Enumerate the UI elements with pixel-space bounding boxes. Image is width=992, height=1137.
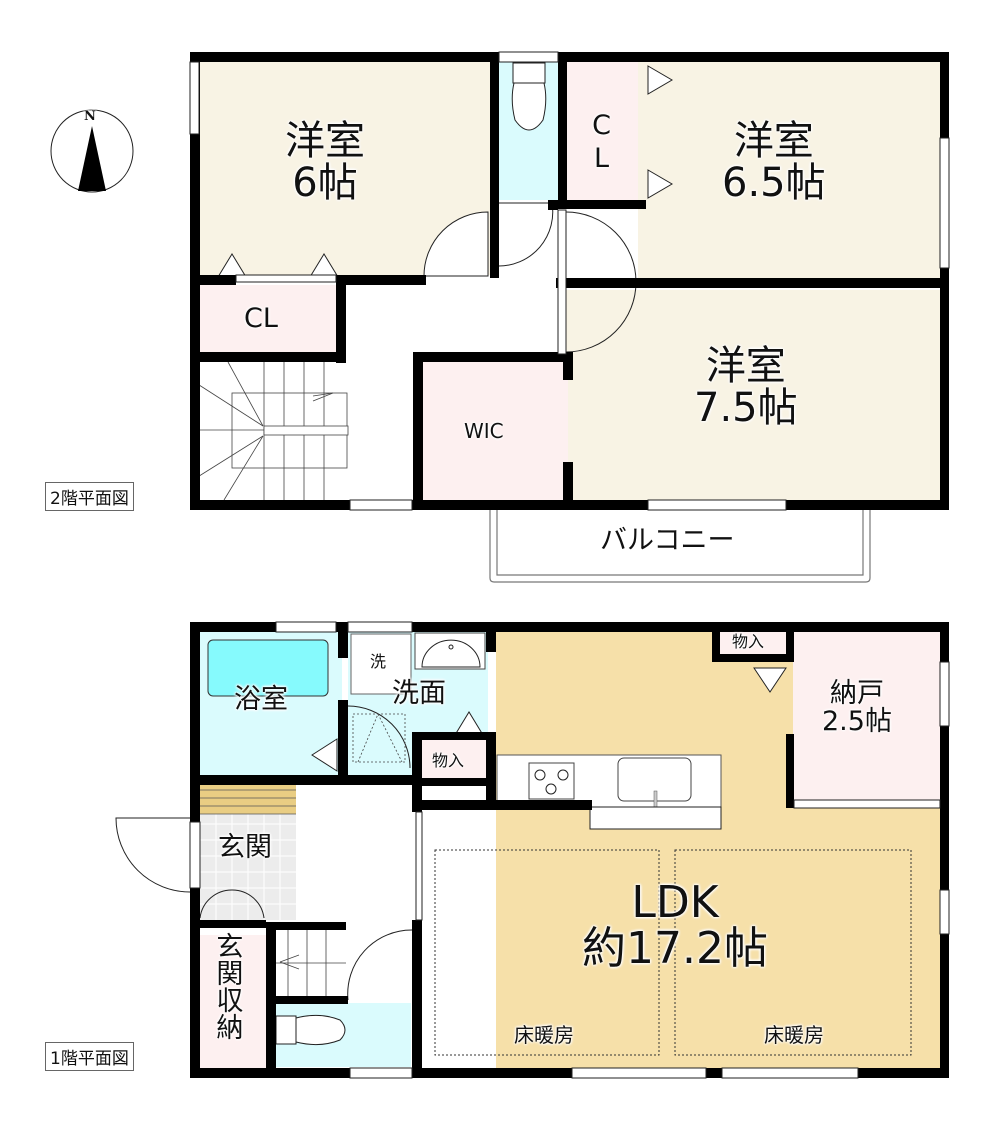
room-genkan-storage: 玄関収納 (211, 932, 243, 1040)
room-ldk: LDK 約17.2帖 (582, 877, 768, 975)
room-name: 納戸 (829, 678, 884, 709)
room-bath: 浴室 (234, 684, 288, 715)
room-western-6-5: 洋室 6.5帖 (722, 120, 826, 204)
room-size: 6帖 (292, 160, 358, 206)
room-name: 洋室 (285, 118, 365, 164)
north-arrow-icon (50, 109, 134, 193)
room-wic: WIC (464, 419, 504, 443)
room-closet-2: CL (586, 110, 617, 176)
room-genkan: 玄関 (218, 832, 272, 863)
floor-heating-label-2: 床暖房 (764, 1023, 824, 1047)
floor2-tag: 2階平面図 (45, 482, 134, 511)
compass-north-label: N (84, 109, 96, 124)
room-size: 約17.2帖 (582, 923, 768, 975)
room-name: 洋室 (705, 343, 786, 389)
room-storage-washroom: 物入 (432, 751, 465, 770)
room-washroom: 洗面 (392, 678, 446, 709)
room-western-7-5: 洋室 7.5帖 (694, 345, 798, 429)
floor1-tag: 1階平面図 (45, 1042, 134, 1071)
room-nando: 納戸 2.5帖 (822, 678, 892, 738)
room-name: LDK (631, 877, 719, 928)
room-size: 2.5帖 (822, 706, 892, 738)
room-name: 洋室 (733, 118, 814, 164)
room-closet-1: CL (244, 303, 278, 334)
room-storage-ldk: 物入 (732, 632, 765, 651)
washer-label: 洗 (370, 652, 387, 671)
balcony-label: バルコニー (600, 525, 735, 556)
room-western-6: 洋室 6帖 (285, 120, 365, 204)
floor-heating-label-1: 床暖房 (514, 1023, 574, 1047)
room-size: 6.5帖 (722, 160, 826, 206)
room-size: 7.5帖 (694, 385, 798, 431)
